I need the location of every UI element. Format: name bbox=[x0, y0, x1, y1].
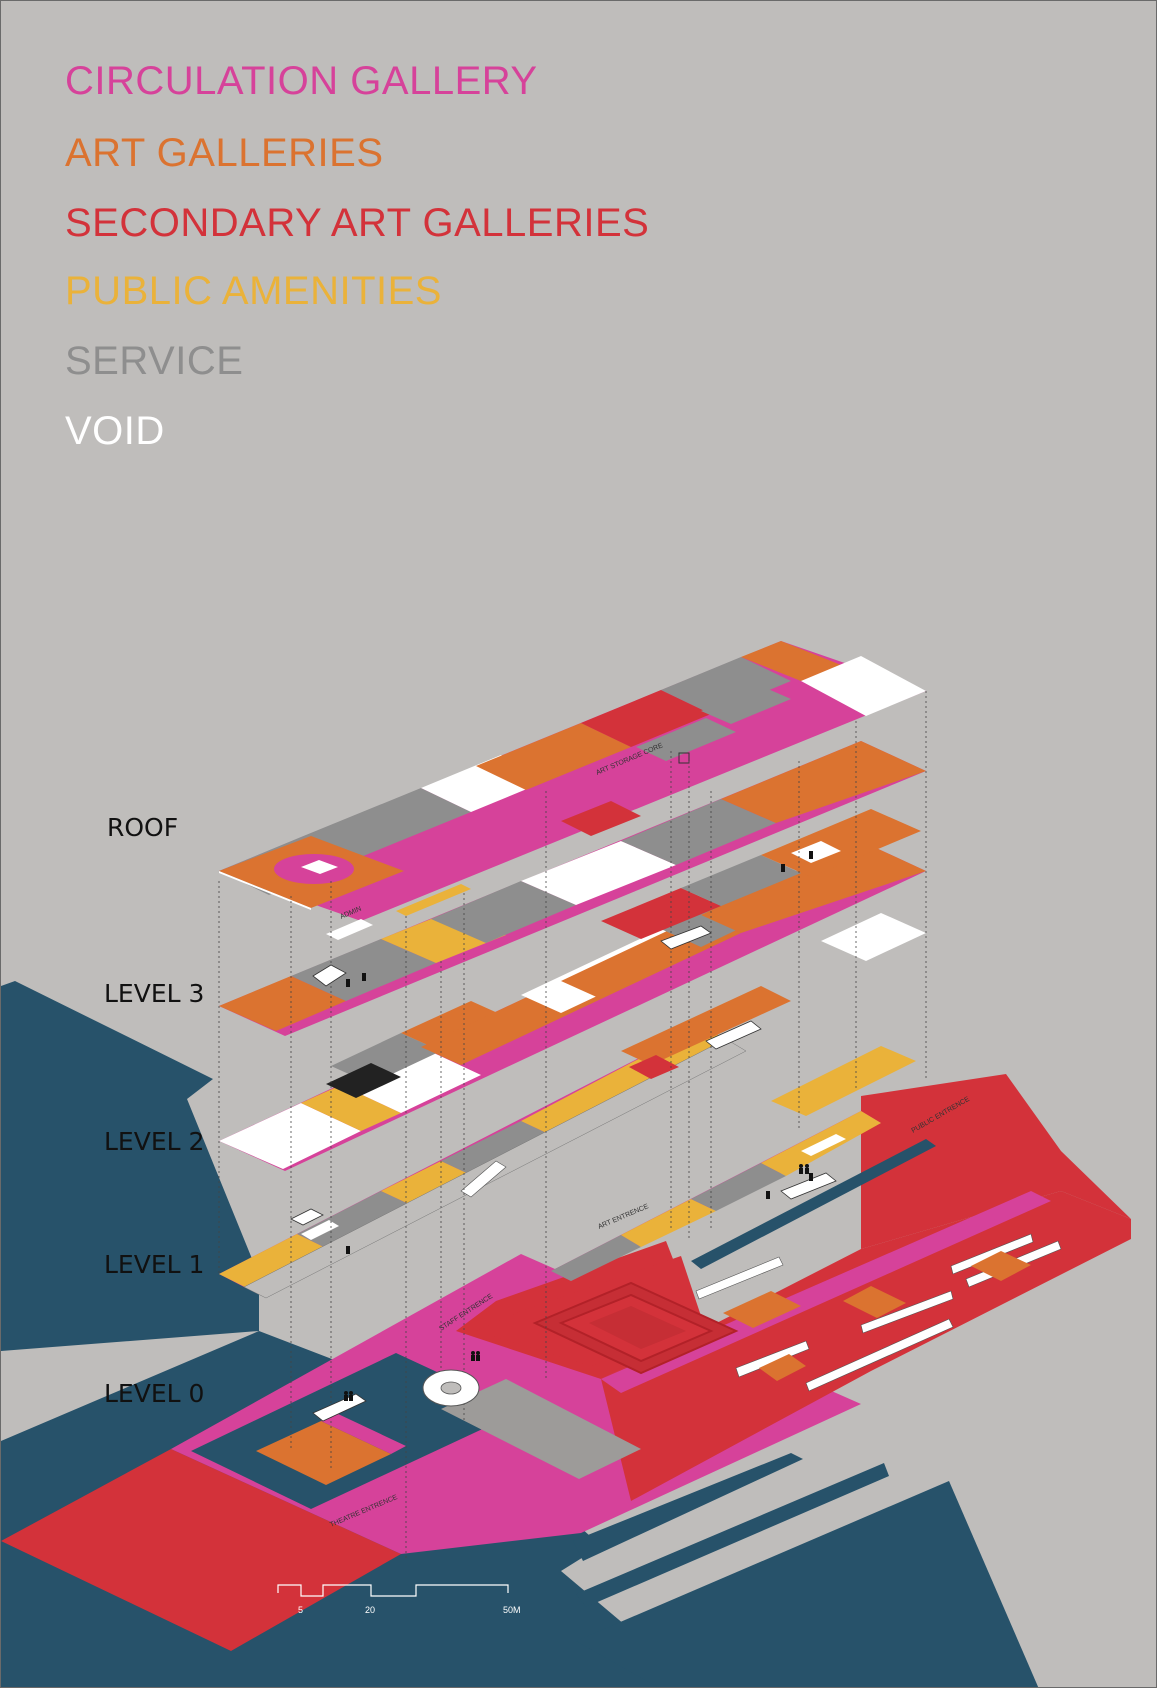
roof-block bbox=[219, 836, 404, 910]
legend-public-amenities: PUBLIC AMENITIES bbox=[65, 269, 442, 313]
legend-art-galleries: ART GALLERIES bbox=[65, 131, 384, 175]
level-label-level-0: LEVEL 0 bbox=[104, 1379, 205, 1408]
level-1-plan bbox=[219, 1026, 936, 1299]
legend-secondary-art-galleries: SECONDARY ART GALLERIES bbox=[65, 201, 650, 245]
legend-service: SERVICE bbox=[65, 339, 244, 383]
roof-plan bbox=[219, 641, 926, 940]
people-icon bbox=[344, 1164, 809, 1401]
level-label-level-3: LEVEL 3 bbox=[104, 979, 205, 1008]
level-label-roof: ROOF bbox=[107, 813, 179, 842]
level-0-plan bbox=[1, 1074, 1131, 1651]
stairs-icon bbox=[290, 964, 347, 1226]
level-label-level-1: LEVEL 1 bbox=[104, 1250, 205, 1279]
elevator-icon bbox=[346, 851, 813, 1254]
scale-bar: 5 20 50M bbox=[277, 1584, 521, 1615]
spiral-stair-icon bbox=[422, 1369, 480, 1407]
scale-label-5: 5 bbox=[298, 1605, 303, 1615]
level-3-plan bbox=[219, 741, 926, 1036]
legend-void: VOID bbox=[65, 409, 165, 453]
level-label-level-2: LEVEL 2 bbox=[104, 1127, 205, 1156]
level-2-plan bbox=[219, 841, 926, 1171]
legend-circulation-gallery: CIRCULATION GALLERY bbox=[65, 59, 538, 103]
scale-label-50m: 50M bbox=[503, 1605, 521, 1615]
projection-lines bbox=[218, 691, 927, 1561]
scale-label-20: 20 bbox=[365, 1605, 375, 1615]
